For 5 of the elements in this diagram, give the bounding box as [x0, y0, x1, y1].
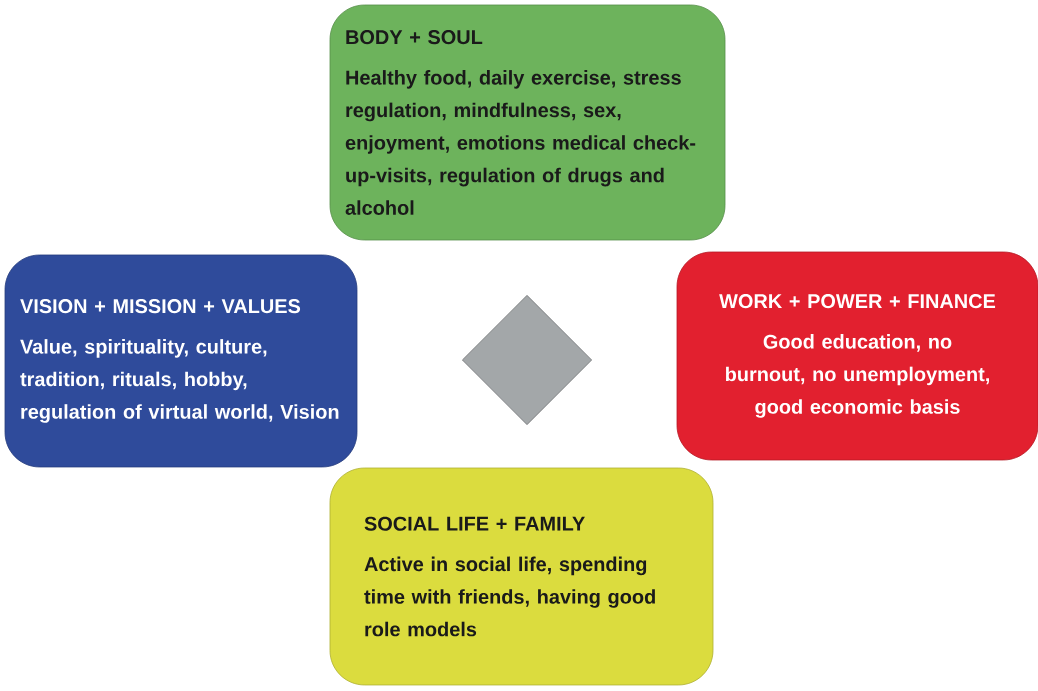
- category-box: SOCIAL LIFE + FAMILY Active in social life, spending time with friends, having good role models: [329, 467, 714, 686]
- category-box: WORK + POWER + FINANCE Good education, no burnout, no unemployment, good economic basis: [676, 251, 1038, 461]
- category-box: VISION + MISSION + VALUES Value, spirituality, culture, tradition, rituals, hobby, regulation of virtual world, Vision: [4, 254, 358, 468]
- diamond-shape: [462, 294, 593, 426]
- category-box: BODY + SOUL Healthy food, daily exercise, stress regulation, mindfulness, sex, enjoyment, emotions medical check-up-visits, regulation of drugs and alcohol: [329, 4, 726, 241]
